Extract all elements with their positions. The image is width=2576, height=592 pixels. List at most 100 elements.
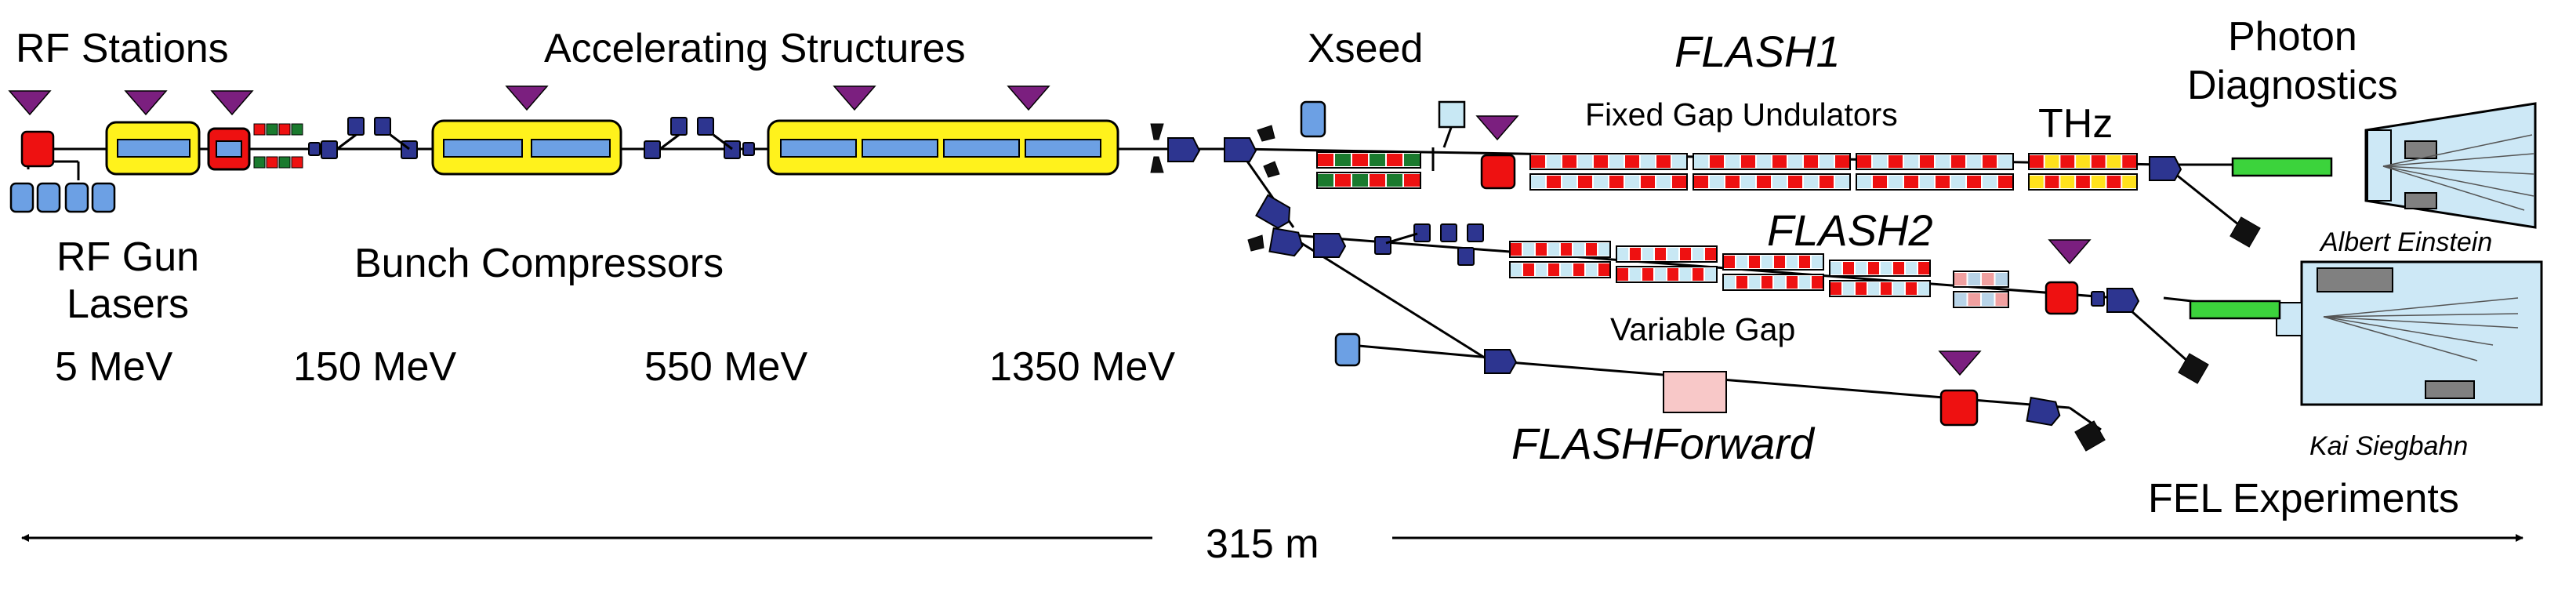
flashforward-bend [1484,349,1518,374]
bc-magnet [374,117,391,136]
fel-experiments-label: FEL Experiments [2148,476,2459,521]
flash1-undulator-pole [1998,155,2012,168]
thz-undulator-pole [2076,176,2090,188]
thz-undulator-pole [2060,155,2075,168]
laser-heater-element [291,123,303,136]
flash1-undulator-pole [1725,176,1740,188]
thz-undulator-pole [2106,176,2121,188]
flash2-undulator-pole [1655,268,1666,281]
flash2-bend [1313,233,1347,258]
flash1-undulator-pole [1609,176,1624,188]
xseed-modulator-pole [1352,174,1368,187]
flash2-magnet [1374,236,1391,255]
flash1-undulator-pole [1594,176,1608,188]
flashforward-rf-box [1939,389,1979,427]
rf-marker-acc1 [124,90,168,116]
flash2-undulator-pole [1830,282,1841,295]
flash2-undulator-pole [1617,248,1628,260]
flash2-undulator-pole [1536,243,1547,256]
albert-einstein-photon-line [2382,165,2525,211]
flash1-undulator-pole [1725,155,1740,168]
flash1-undulator-pole [1757,176,1771,188]
rf-gun-box [20,130,55,168]
flash2-undulator-pole [1868,262,1879,274]
flash2-undulator-pole [1561,243,1572,256]
thz-undulator-pole [2030,155,2044,168]
flash1-undulator-pole [1820,176,1834,188]
bc-magnet [347,117,365,136]
flash2-undulator-pole [1573,243,1584,256]
flash2-undulator-pole [1761,276,1772,289]
flashforward-beamline [1334,332,2106,452]
flash2-dogleg [1385,232,1418,245]
bc-chicane [713,133,733,151]
flash1-dump-line [2171,169,2243,229]
flash2-undulator-pole [1655,248,1666,260]
flash2-undulator-pole [1705,248,1716,260]
xseed-modulator-pole [1335,174,1351,187]
gun-laser-box [36,182,61,213]
energy-label-150mev: 150 MeV [293,344,457,390]
bc-magnet [321,140,338,159]
cavity [862,139,938,158]
flash2-undulator-pole [1561,263,1572,276]
xseed-modulator-pole [1318,174,1333,187]
flash2-afterburner-pole [1968,293,1980,306]
flash2-undulator-frame [1509,241,1611,258]
flash2-undulator-pole [1642,268,1653,281]
energy-label-1350mev: 1350 MeV [989,344,1176,390]
flash1-undulator-pole [1641,176,1655,188]
flash2-undulator-pole [1761,256,1772,268]
rf-marker-xseed [1475,115,1519,141]
flash2-undulator-pole [1598,243,1609,256]
xseed-modulator-pole [1352,154,1368,166]
laser-heater-element [278,123,291,136]
kai-siegbahn-hall-block [2425,380,2475,399]
flash2-undulator-pole [1705,268,1716,281]
flash2-undulator-pole [1736,256,1747,268]
flash2-undulator-pole [1749,276,1760,289]
rf-marker-flash2 [2048,239,2092,265]
flash1-undulator-pole [1562,176,1576,188]
xseed-rf-box [1480,154,1516,190]
flash1-undulator-pole [1547,155,1561,168]
flash1-undulator-pole [1951,176,1965,188]
flash2-undulator-frame [1616,245,1718,263]
flash2-undulator-pole [1774,276,1785,289]
flash1-undulator-pole [1888,155,1903,168]
kai-siegbahn-hall-block [2317,267,2393,292]
xseed-modulator-pole [1370,154,1385,166]
rf-marker-flashforward [1938,350,1982,376]
collimator-wedge [1150,156,1164,173]
quad-magnet [308,142,321,156]
flash1-undulator-pole [1936,176,1950,188]
flash2-undulator-pole [1856,282,1867,295]
flash2-undulator-pole [1586,243,1597,256]
flash2-undulator-frame [1722,274,1824,291]
flash2-undulator-pole [1667,268,1678,281]
flash2-photon-diagnostics-box [2189,300,2281,320]
flash1-undulator-pole [1888,176,1903,188]
flash2-undulator-pole [1680,248,1691,260]
flash1-undulator-pole [1547,176,1561,188]
bc-chicane [390,133,410,151]
flash2-undulator-frame [1829,260,1931,277]
kai-siegbahn-photon-line [2323,297,2519,318]
flash1-undulator-pole [1804,176,1818,188]
flash2-afterburner-pole [1995,293,2008,306]
flash2-afterburner-pole [1954,273,1967,285]
flash1-dump-bend [2149,156,2182,181]
flash1-undulator-pole [1967,176,1981,188]
xseed-laser-box [1300,100,1326,138]
flash2-undulator-pole [1586,263,1597,276]
xseed-modulator-pole [1404,154,1420,166]
thz-label: THz [2038,101,2113,147]
flash2-undulator-pole [1830,262,1841,274]
flash2-undulator-pole [1843,262,1854,274]
flash1-undulator-pole [1835,155,1849,168]
thz-undulator-pole [2122,176,2136,188]
flash2-magnet [1413,223,1431,242]
thz-undulator-pole [2044,155,2059,168]
kai-siegbahn-photon-line [2323,316,2494,346]
flash2-undulator-pole [1918,262,1929,274]
